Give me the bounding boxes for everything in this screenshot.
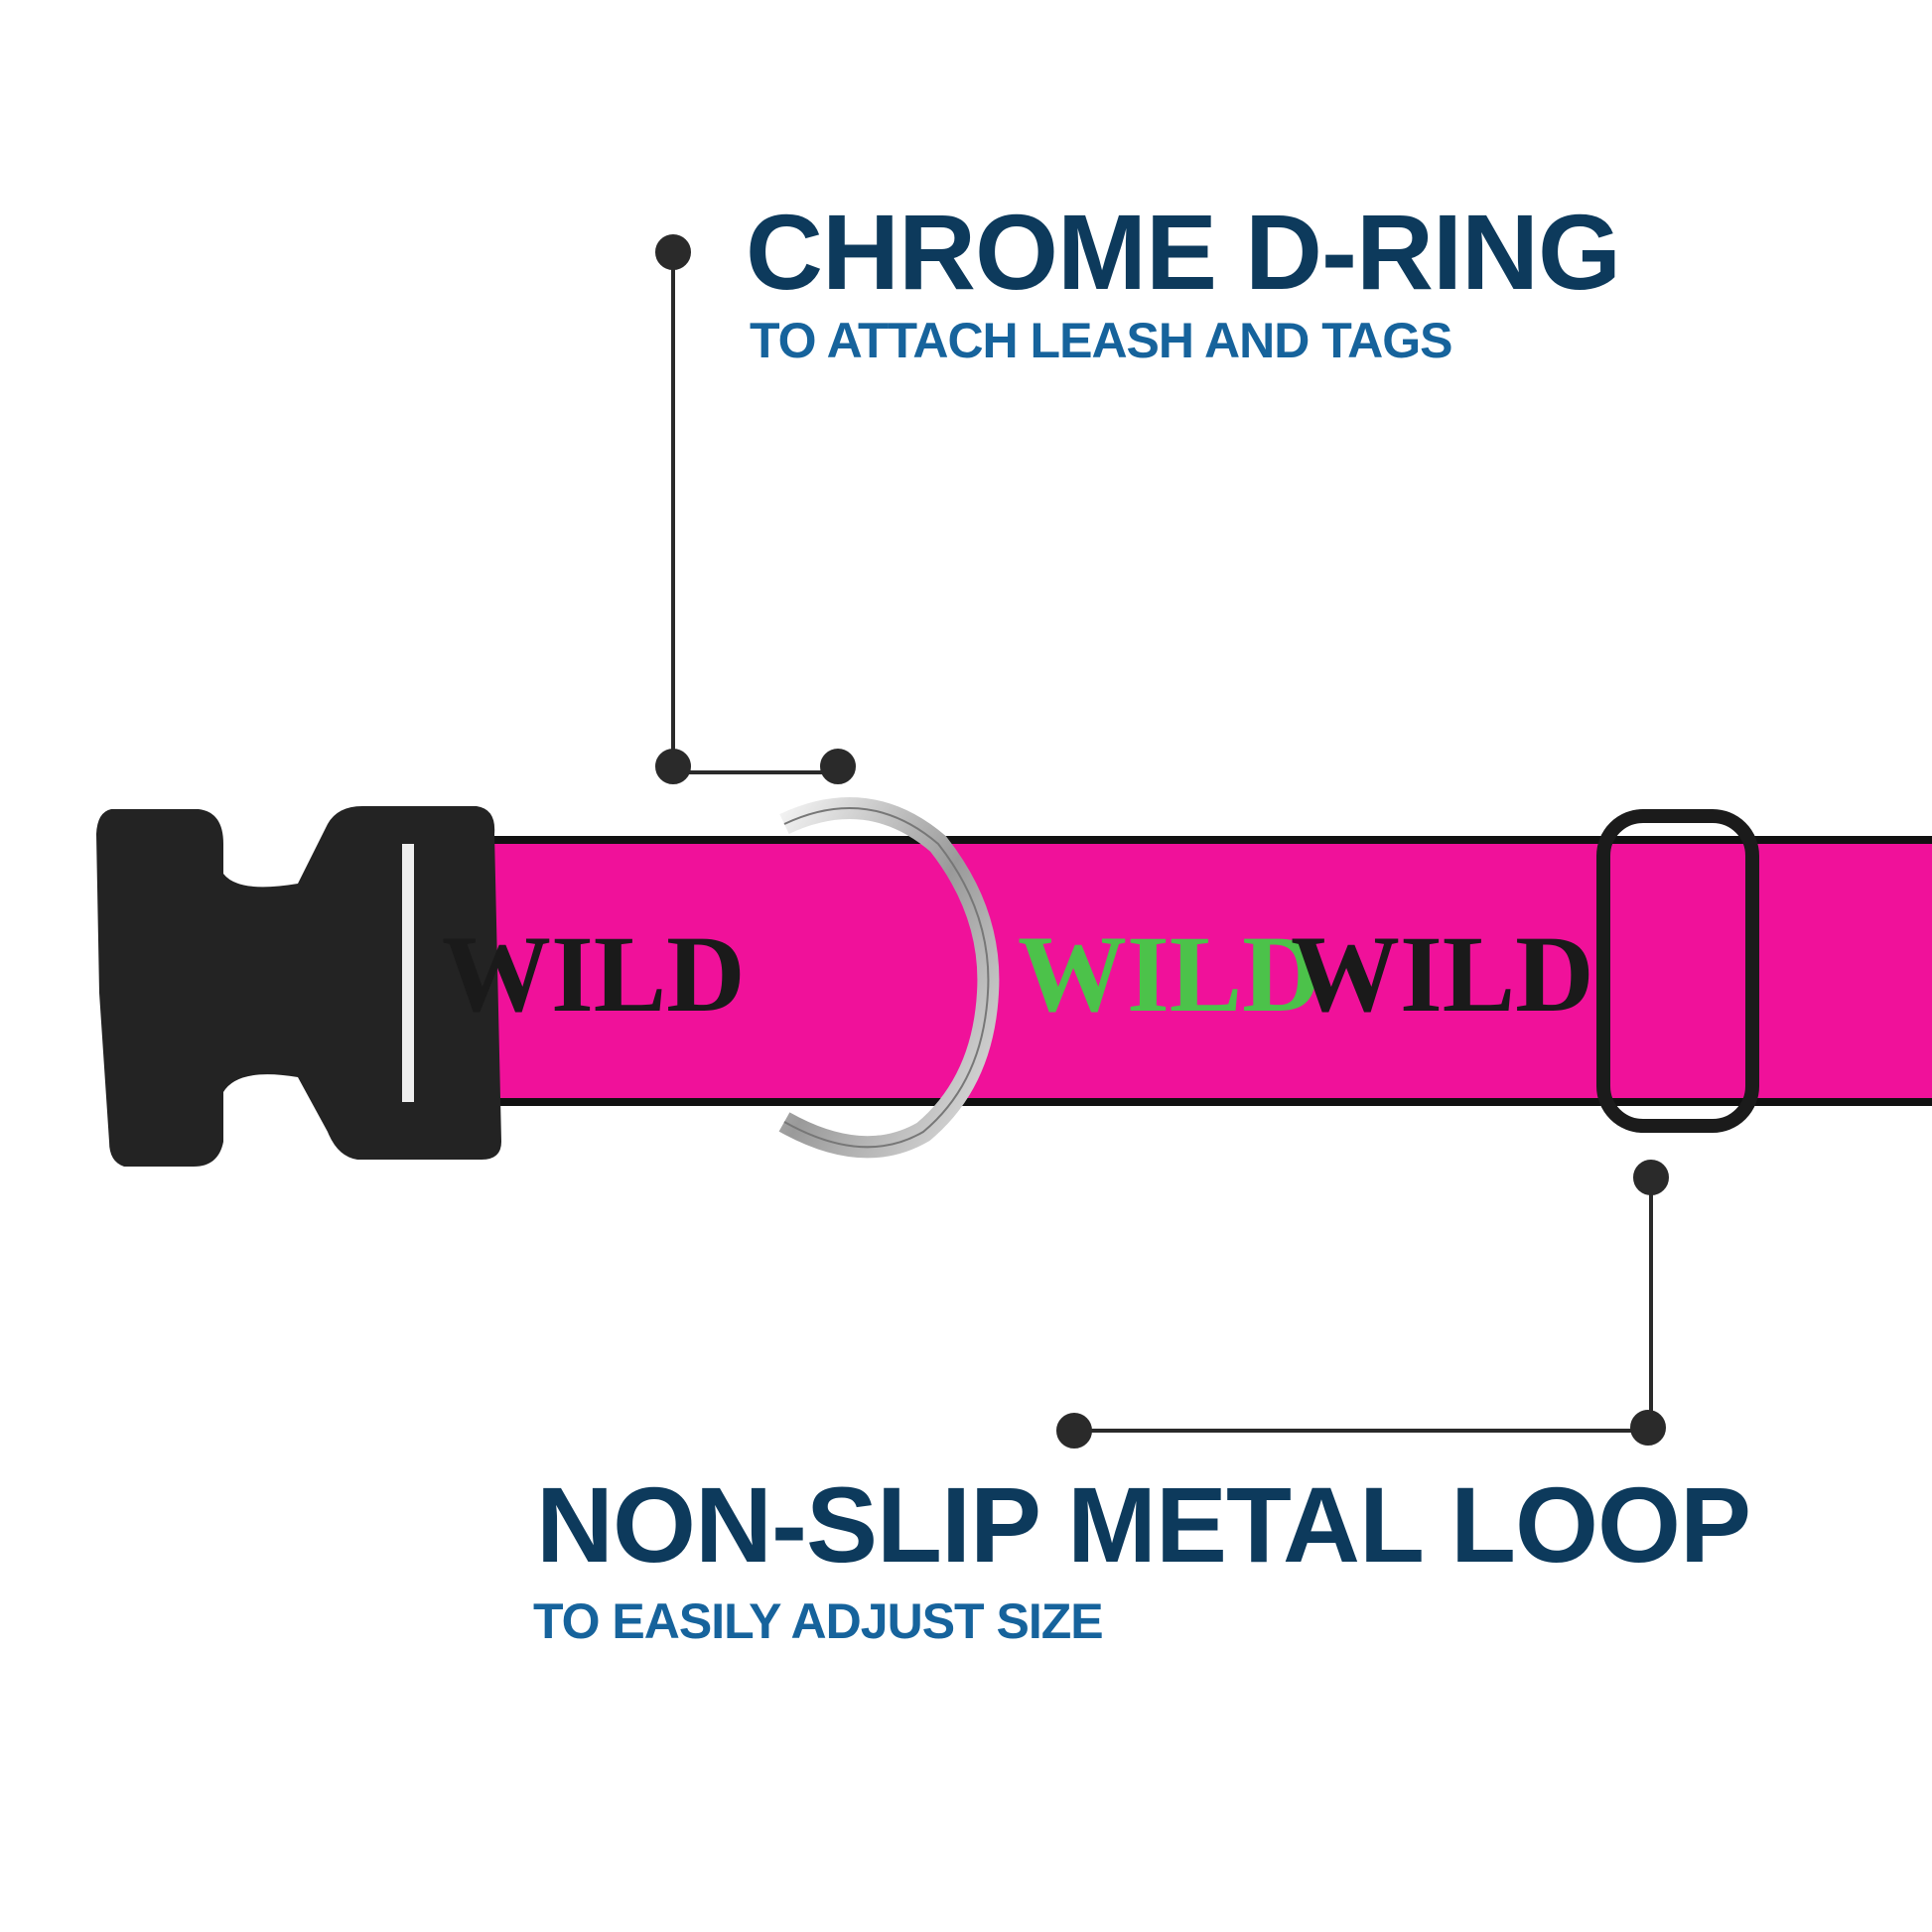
pattern-text: WILD xyxy=(442,913,746,1035)
callout-subtitle-d-ring: TO ATTACH LEASH AND TAGS xyxy=(750,313,1452,368)
callout-title-loop: NON-SLIP METAL LOOP xyxy=(536,1464,1751,1585)
pattern-text: WILD xyxy=(1018,913,1321,1035)
buckle xyxy=(96,806,501,1167)
leader-dot xyxy=(1633,1160,1669,1195)
leader-dot xyxy=(820,749,856,784)
loop-leader xyxy=(1056,1160,1669,1449)
leader-dot xyxy=(655,749,691,784)
callout-title-d-ring: CHROME D-RING xyxy=(746,192,1621,312)
collar-webbing xyxy=(407,836,1932,1106)
d-ring-leader xyxy=(655,234,856,784)
callout-subtitle-loop: TO EASILY ADJUST SIZE xyxy=(533,1593,1104,1649)
d-ring xyxy=(778,797,1000,1159)
leader-dot xyxy=(1630,1410,1666,1446)
slide-loop xyxy=(1596,809,1759,1133)
leader-dot xyxy=(655,234,691,270)
leader-dot xyxy=(1056,1413,1092,1449)
pattern-text: WILD xyxy=(1291,913,1594,1035)
